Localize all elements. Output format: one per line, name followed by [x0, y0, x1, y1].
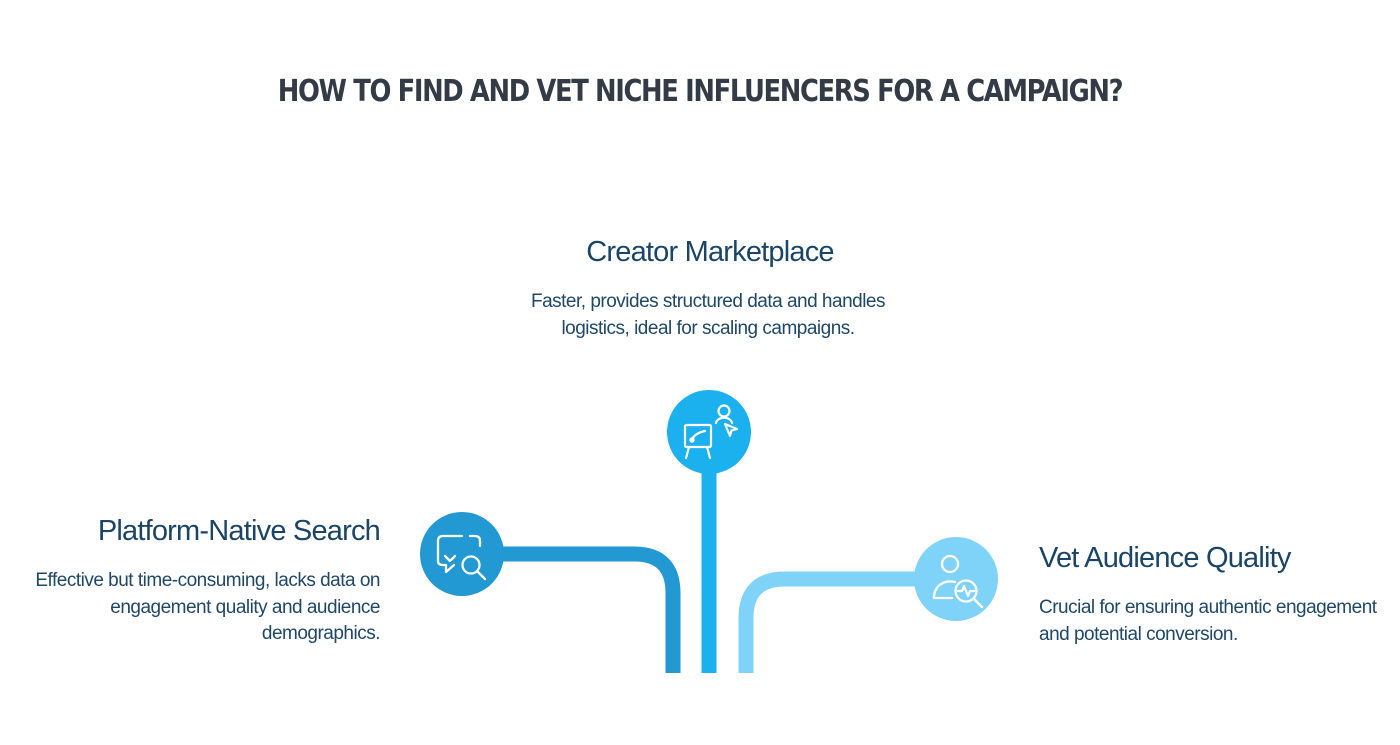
- right-branch-connector: [738, 571, 956, 673]
- branch-heading-platform-native-search: Platform-Native Search: [97, 515, 381, 547]
- chat-search-icon: [420, 512, 504, 596]
- branch-heading-creator-marketplace: Creator Marketplace: [586, 236, 834, 268]
- branch-heading-vet-audience-quality: Vet Audience Quality: [1039, 542, 1291, 574]
- page-title: HOW TO FIND AND VET NICHE INFLUENCERS FO…: [277, 74, 1124, 109]
- branch-description-creator-marketplace: Faster, provides structured data and han…: [530, 291, 886, 339]
- branch-description-vet-audience-quality: Crucial for ensuring authentic engagemen…: [1039, 597, 1377, 645]
- presentation-board-cursor-icon: [667, 390, 751, 474]
- branch-description-platform-native-search: Effective but time-consuming, lacks data…: [35, 570, 380, 644]
- user-analytics-search-icon: [914, 537, 998, 621]
- left-branch-connector: [462, 546, 681, 673]
